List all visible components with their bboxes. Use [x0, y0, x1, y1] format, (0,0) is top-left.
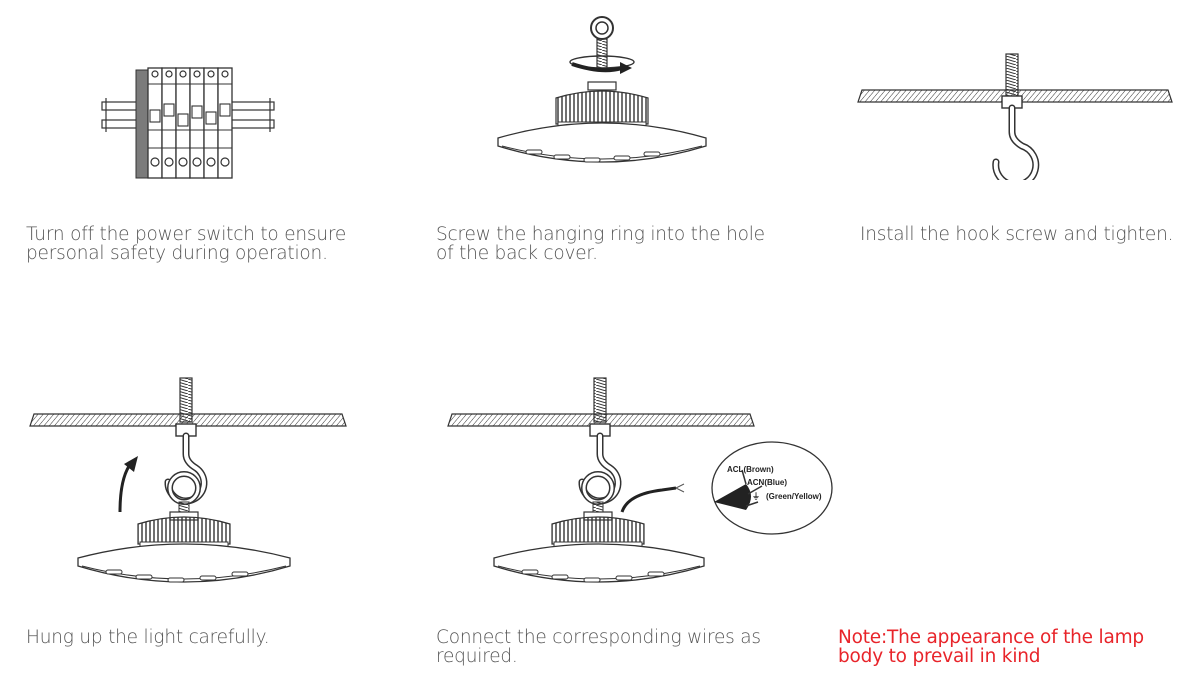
hook-screw-illustration: [857, 53, 1173, 180]
wire-label-acn: ACN(Blue): [747, 478, 787, 487]
lamp-icon: [497, 81, 707, 163]
wire-callout: ACL(Brown) ACN(Blue) ⏚ (Green/Yellow): [711, 441, 833, 535]
step-2-caption: Screw the hanging ring into the hole of …: [436, 224, 765, 264]
step-3-caption: Install the hook screw and tighten.: [860, 224, 1174, 245]
wire-label-ground: (Green/Yellow): [766, 492, 822, 501]
lamp-icon: [493, 511, 705, 583]
ground-symbol-icon: ⏚: [752, 492, 760, 501]
step-5-caption: Connect the corresponding wires as requi…: [436, 627, 761, 667]
wiring-illustration: ACL(Brown) ACN(Blue) ⏚ (Green/Yellow): [447, 377, 833, 583]
hung-light-illustration: [29, 377, 347, 583]
screw-ring-illustration: [497, 16, 707, 163]
step-4-caption: Hung up the light carefully.: [26, 627, 270, 648]
step-1-caption: Turn off the power switch to ensure pers…: [26, 224, 347, 264]
wire-label-acl: ACL(Brown): [727, 465, 774, 474]
appearance-note: Note:The appearance of the lamp body to …: [838, 627, 1144, 667]
breaker-switch-illustration: [101, 67, 275, 179]
lamp-icon: [77, 511, 291, 583]
